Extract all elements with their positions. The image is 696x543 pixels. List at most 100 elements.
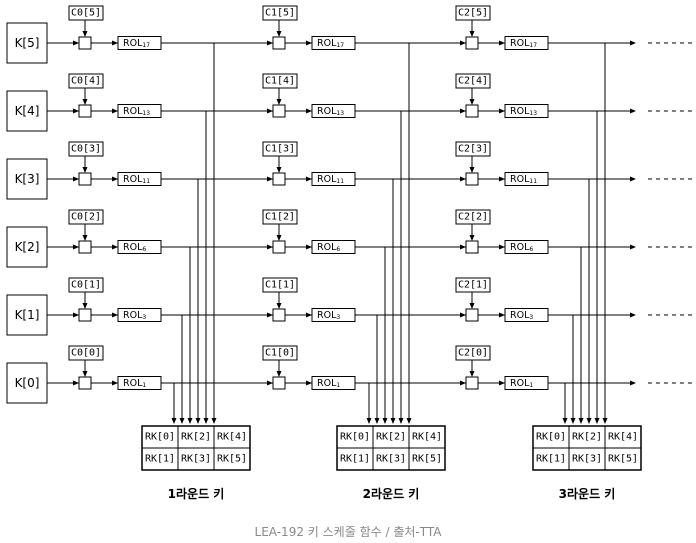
arrowhead <box>203 418 209 424</box>
constant-box <box>262 141 298 157</box>
rol-box <box>117 240 162 254</box>
arrowhead <box>267 380 273 386</box>
arrowhead <box>187 418 193 424</box>
modular-add-icon <box>272 308 286 322</box>
arrowhead <box>499 40 505 46</box>
rol-label: ROL6 <box>317 242 340 253</box>
arrowhead <box>112 40 118 46</box>
arrowhead <box>82 303 88 309</box>
arrowhead <box>570 418 576 424</box>
arrowhead <box>499 244 505 250</box>
arrowhead <box>276 31 282 37</box>
rol-label: ROL3 <box>510 310 533 321</box>
arrowhead <box>499 176 505 182</box>
rol-box <box>117 104 162 118</box>
modular-add-icon <box>272 240 286 254</box>
rol-label: ROL3 <box>123 310 146 321</box>
arrowhead <box>267 40 273 46</box>
key-block-2 <box>6 158 48 200</box>
key-block-3 <box>6 226 48 268</box>
constant-box <box>68 141 104 157</box>
rol-box <box>311 240 356 254</box>
modular-add-icon <box>78 376 92 390</box>
key-label: K[0] <box>15 376 40 390</box>
rol-box <box>117 36 162 50</box>
constant-box <box>455 209 491 225</box>
constant-label: C0[5] <box>71 8 101 19</box>
arrowhead <box>276 371 282 377</box>
arrowhead <box>267 176 273 182</box>
constant-box <box>455 5 491 21</box>
arrowhead <box>469 167 475 173</box>
rol-box <box>311 308 356 322</box>
arrowhead <box>306 40 312 46</box>
rol-box <box>504 240 549 254</box>
rol-label: ROL13 <box>317 106 344 117</box>
arrowhead <box>82 167 88 173</box>
arrowhead <box>171 418 177 424</box>
rol-box <box>117 376 162 390</box>
rk-label: RK[0] <box>536 432 566 443</box>
arrowhead <box>73 40 79 46</box>
modular-add-icon <box>272 104 286 118</box>
key-label: K[3] <box>15 172 40 186</box>
arrowhead <box>460 380 466 386</box>
arrowhead <box>306 244 312 250</box>
constant-label: C1[1] <box>265 280 295 291</box>
constant-label: C2[4] <box>458 76 488 87</box>
arrowhead <box>398 418 404 424</box>
modular-add-icon <box>465 36 479 50</box>
arrowhead <box>179 418 185 424</box>
key-label: K[2] <box>15 240 40 254</box>
arrowhead <box>267 312 273 318</box>
arrowhead <box>112 312 118 318</box>
arrowhead <box>73 176 79 182</box>
arrowhead <box>406 418 412 424</box>
constant-box <box>455 73 491 89</box>
rk-label: RK[3] <box>572 454 602 465</box>
rol-label: ROL11 <box>510 174 537 185</box>
arrowhead <box>82 31 88 37</box>
rol-box <box>504 376 549 390</box>
arrowhead <box>469 303 475 309</box>
constant-box <box>455 141 491 157</box>
rk-label: RK[4] <box>217 432 247 443</box>
arrowhead <box>112 380 118 386</box>
round-label: 2라운드 키 <box>363 486 420 501</box>
arrowhead <box>73 380 79 386</box>
round-label: 1라운드 키 <box>168 486 225 501</box>
rk-label: RK[1] <box>145 454 175 465</box>
rol-label: ROL17 <box>510 38 537 49</box>
arrowhead <box>211 418 217 424</box>
rk-label: RK[4] <box>608 432 638 443</box>
constant-label: C1[2] <box>265 212 295 223</box>
key-block-0 <box>6 22 48 64</box>
arrowhead <box>276 235 282 241</box>
arrowhead <box>460 40 466 46</box>
rol-box <box>311 104 356 118</box>
key-label: K[5] <box>15 36 40 50</box>
constant-box <box>455 345 491 361</box>
rol-label: ROL13 <box>123 106 150 117</box>
arrowhead <box>578 418 584 424</box>
arrowhead <box>82 99 88 105</box>
labels: K[5]K[4]K[3]K[2]K[1]K[0]C0[5]ROL17C0[4]R… <box>15 8 638 502</box>
rol-box <box>311 36 356 50</box>
constant-box <box>262 209 298 225</box>
arrowhead <box>82 235 88 241</box>
constant-label: C2[3] <box>458 144 488 155</box>
arrowhead <box>73 312 79 318</box>
rol-box <box>311 376 356 390</box>
rk-label: RK[1] <box>536 454 566 465</box>
arrowhead <box>499 108 505 114</box>
arrowhead <box>460 176 466 182</box>
round-label: 3라운드 키 <box>559 486 616 501</box>
rol-label: ROL3 <box>317 310 340 321</box>
arrowhead <box>630 40 636 46</box>
arrowhead <box>306 312 312 318</box>
rol-box <box>504 172 549 186</box>
rk-label: RK[4] <box>412 432 442 443</box>
key-block-4 <box>6 294 48 336</box>
constant-box <box>68 73 104 89</box>
arrowhead <box>112 176 118 182</box>
